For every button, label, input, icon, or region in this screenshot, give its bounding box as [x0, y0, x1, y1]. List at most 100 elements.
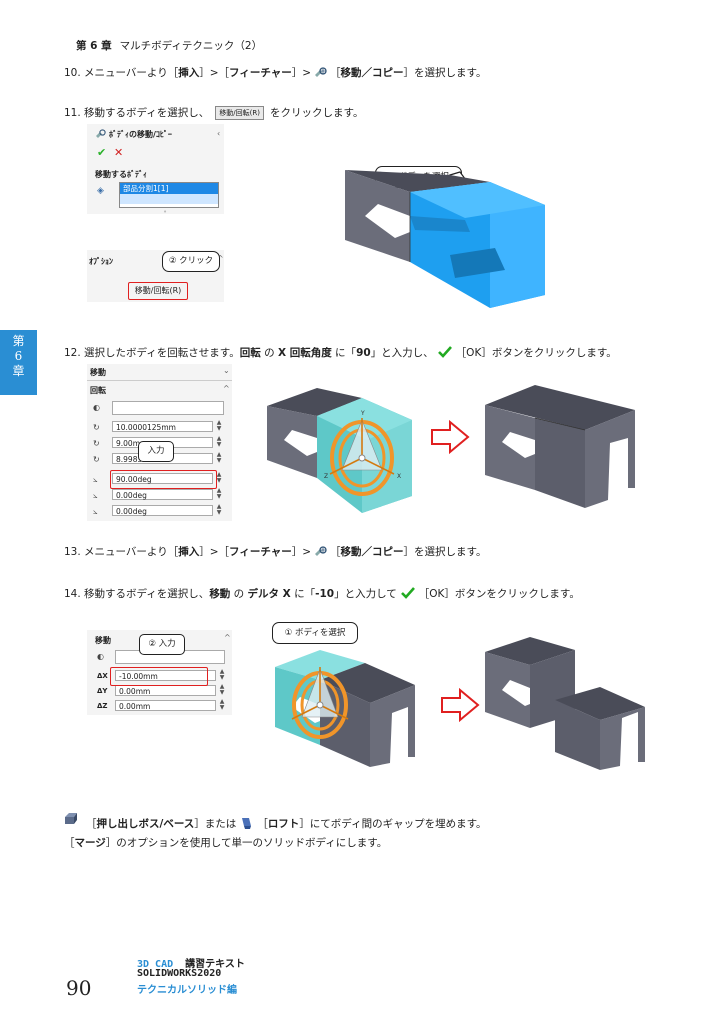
- chapter-header: 第 6 章マルチボディテクニック（2）: [76, 38, 262, 53]
- bodies-selection-list[interactable]: 部品分割1[1]: [119, 182, 219, 208]
- section-move: 移動: [90, 368, 106, 377]
- x-position-field[interactable]: 10.0000125mm: [112, 421, 213, 432]
- step-text: に「: [290, 588, 316, 600]
- delta-y-label: ΔY: [97, 687, 108, 695]
- step-text: 」と入力し、: [370, 347, 434, 359]
- step-text: ］を選択します。: [403, 67, 487, 79]
- checkmark-icon: [437, 346, 452, 358]
- split-body-illustration: [345, 170, 545, 308]
- menu-feature: フィーチャー: [229, 67, 292, 79]
- y-rotation-angle-field[interactable]: 0.00deg: [112, 489, 213, 500]
- dz-spinner[interactable]: ▲▼: [219, 698, 225, 711]
- dx-spinner[interactable]: ▲▼: [219, 668, 225, 681]
- side-tab-line: 6: [14, 349, 23, 363]
- callout-select-body: ① ボディを選択: [272, 622, 358, 644]
- move-reference-icon: ◐: [97, 652, 104, 661]
- selected-body-item[interactable]: 部品分割1[1]: [120, 183, 218, 194]
- collapse-icon[interactable]: ^: [217, 254, 224, 263]
- field-delta-x: デルタ X: [247, 588, 291, 600]
- empty-list-row: [120, 194, 218, 204]
- rotate-body-illustration: Y X Z: [267, 388, 412, 513]
- rx-spinner[interactable]: ▲▼: [216, 471, 222, 484]
- note-text: ］のオプションを使用して単一のソリッドボディにします。: [105, 837, 388, 849]
- x-rotation-angle-field[interactable]: 90.00deg: [112, 473, 213, 484]
- callout-input: ② 入力: [139, 634, 185, 655]
- z-spinner[interactable]: ▲▼: [216, 451, 222, 464]
- extrude-boss-icon: [65, 813, 77, 824]
- step-text: 」と入力して: [334, 588, 397, 600]
- rz-spinner[interactable]: ▲▼: [216, 503, 222, 516]
- value-90: 90: [356, 347, 371, 359]
- step-text: に「: [331, 347, 357, 359]
- note-text: ［: [64, 837, 75, 849]
- step-11: 11. 移動するボディを選択し、移動/回転(R)をクリックします。: [64, 106, 363, 120]
- right-arrow-icon: [441, 688, 480, 722]
- delta-y-field[interactable]: 0.00mm: [115, 685, 216, 696]
- move-copy-icon: [315, 546, 327, 556]
- rotation-reference-field[interactable]: [112, 401, 224, 415]
- menu-insert: 挿入: [178, 67, 200, 79]
- move-copy-panel: ﾎﾞﾃﾞｨの移動/ｺﾋﾟｰ ‹ ✔ ✕ 移動するﾎﾞﾃﾞｨ ◈ 部品分割1[1]…: [87, 124, 224, 216]
- delta-z-label: ΔZ: [97, 702, 108, 710]
- footer-text: 講習テキスト: [185, 959, 245, 970]
- delta-x-field[interactable]: -10.00mm: [115, 670, 216, 681]
- callout-text: ① ボディを選択: [284, 628, 346, 638]
- rotation-x-icon: ↻: [93, 423, 100, 432]
- feature-loft: ロフト: [267, 818, 300, 830]
- resize-handle[interactable]: •: [163, 208, 168, 216]
- rotated-result-illustration: [485, 385, 635, 508]
- value-minus-10: -10: [315, 588, 335, 600]
- callout-text: ② 入力: [148, 639, 176, 649]
- dy-spinner[interactable]: ▲▼: [219, 683, 225, 696]
- chapter-number: 第 6 章: [76, 40, 112, 52]
- section-bodies-to-move: 移動するﾎﾞﾃﾞｨ: [95, 170, 147, 179]
- step-14: 14. 移動するボディを選択し、移動 の デルタ X に「-10」と入力して［O…: [64, 587, 580, 601]
- page-number: 90: [66, 976, 92, 1000]
- ok-button[interactable]: ✔: [97, 146, 107, 159]
- ry-spinner[interactable]: ▲▼: [216, 487, 222, 500]
- z-rotation-angle-field[interactable]: 0.00deg: [112, 505, 213, 516]
- chapter-title: マルチボディテクニック（2）: [119, 40, 263, 52]
- footer-line-1: 3D CAD 講習テキスト: [137, 955, 245, 970]
- step-text: ］>: [291, 546, 312, 558]
- step-text: 11. 移動するボディを選択し、: [64, 107, 210, 119]
- note-1: ［押し出しボス/ベース］または［ロフト］にてボディ間のギャップを埋めます。: [64, 813, 487, 831]
- move-rotate-button[interactable]: 移動/回転(R): [134, 286, 182, 295]
- step-text: ］を選択します。: [403, 546, 487, 558]
- delta-x-label: ΔX: [97, 672, 108, 680]
- delta-z-field[interactable]: 0.00mm: [115, 700, 216, 711]
- field-x-rotation: X 回転角度: [277, 347, 332, 359]
- step-text: 13. メニューバーより［: [64, 546, 179, 558]
- footer-3dcad: 3D CAD: [137, 959, 174, 970]
- note-2: ［マージ］のオプションを使用して単一のソリッドボディにします。: [64, 836, 387, 850]
- checkmark-icon: [400, 587, 415, 599]
- note-text: ［: [257, 818, 268, 830]
- y-axis-label: Y: [360, 410, 365, 417]
- x-angle-icon: ⦣: [93, 475, 98, 484]
- step-text: の: [230, 588, 248, 600]
- rotation-center-icon: ◐: [93, 403, 100, 412]
- note-text: ］または: [194, 818, 237, 830]
- rotation-y-icon: ↻: [93, 439, 100, 448]
- step-text: ［: [330, 546, 341, 558]
- cancel-button[interactable]: ✕: [114, 146, 124, 159]
- collapse-icon[interactable]: ‹: [217, 129, 221, 138]
- x-axis-label: X: [397, 473, 401, 480]
- x-spinner[interactable]: ▲▼: [216, 419, 222, 432]
- move-copy-icon: [96, 129, 106, 138]
- y-spinner[interactable]: ▲▼: [216, 435, 222, 448]
- loft-icon: [242, 818, 252, 829]
- note-text: ［: [86, 818, 97, 830]
- callout-text: 入力: [147, 446, 165, 456]
- collapse-icon[interactable]: ^: [224, 633, 231, 642]
- step-text: の: [260, 347, 278, 359]
- highlight-box: [128, 282, 188, 300]
- section-move: 移動: [95, 636, 111, 645]
- step-text: ］>: [291, 67, 312, 79]
- menu-move-copy: 移動／コピー: [340, 546, 404, 558]
- expand-icon[interactable]: ⌄: [223, 366, 230, 375]
- moved-result-illustration: [485, 637, 645, 770]
- collapse-icon[interactable]: ^: [223, 384, 230, 393]
- solid-body-icon: ◈: [97, 186, 104, 196]
- option-merge: マージ: [74, 837, 106, 849]
